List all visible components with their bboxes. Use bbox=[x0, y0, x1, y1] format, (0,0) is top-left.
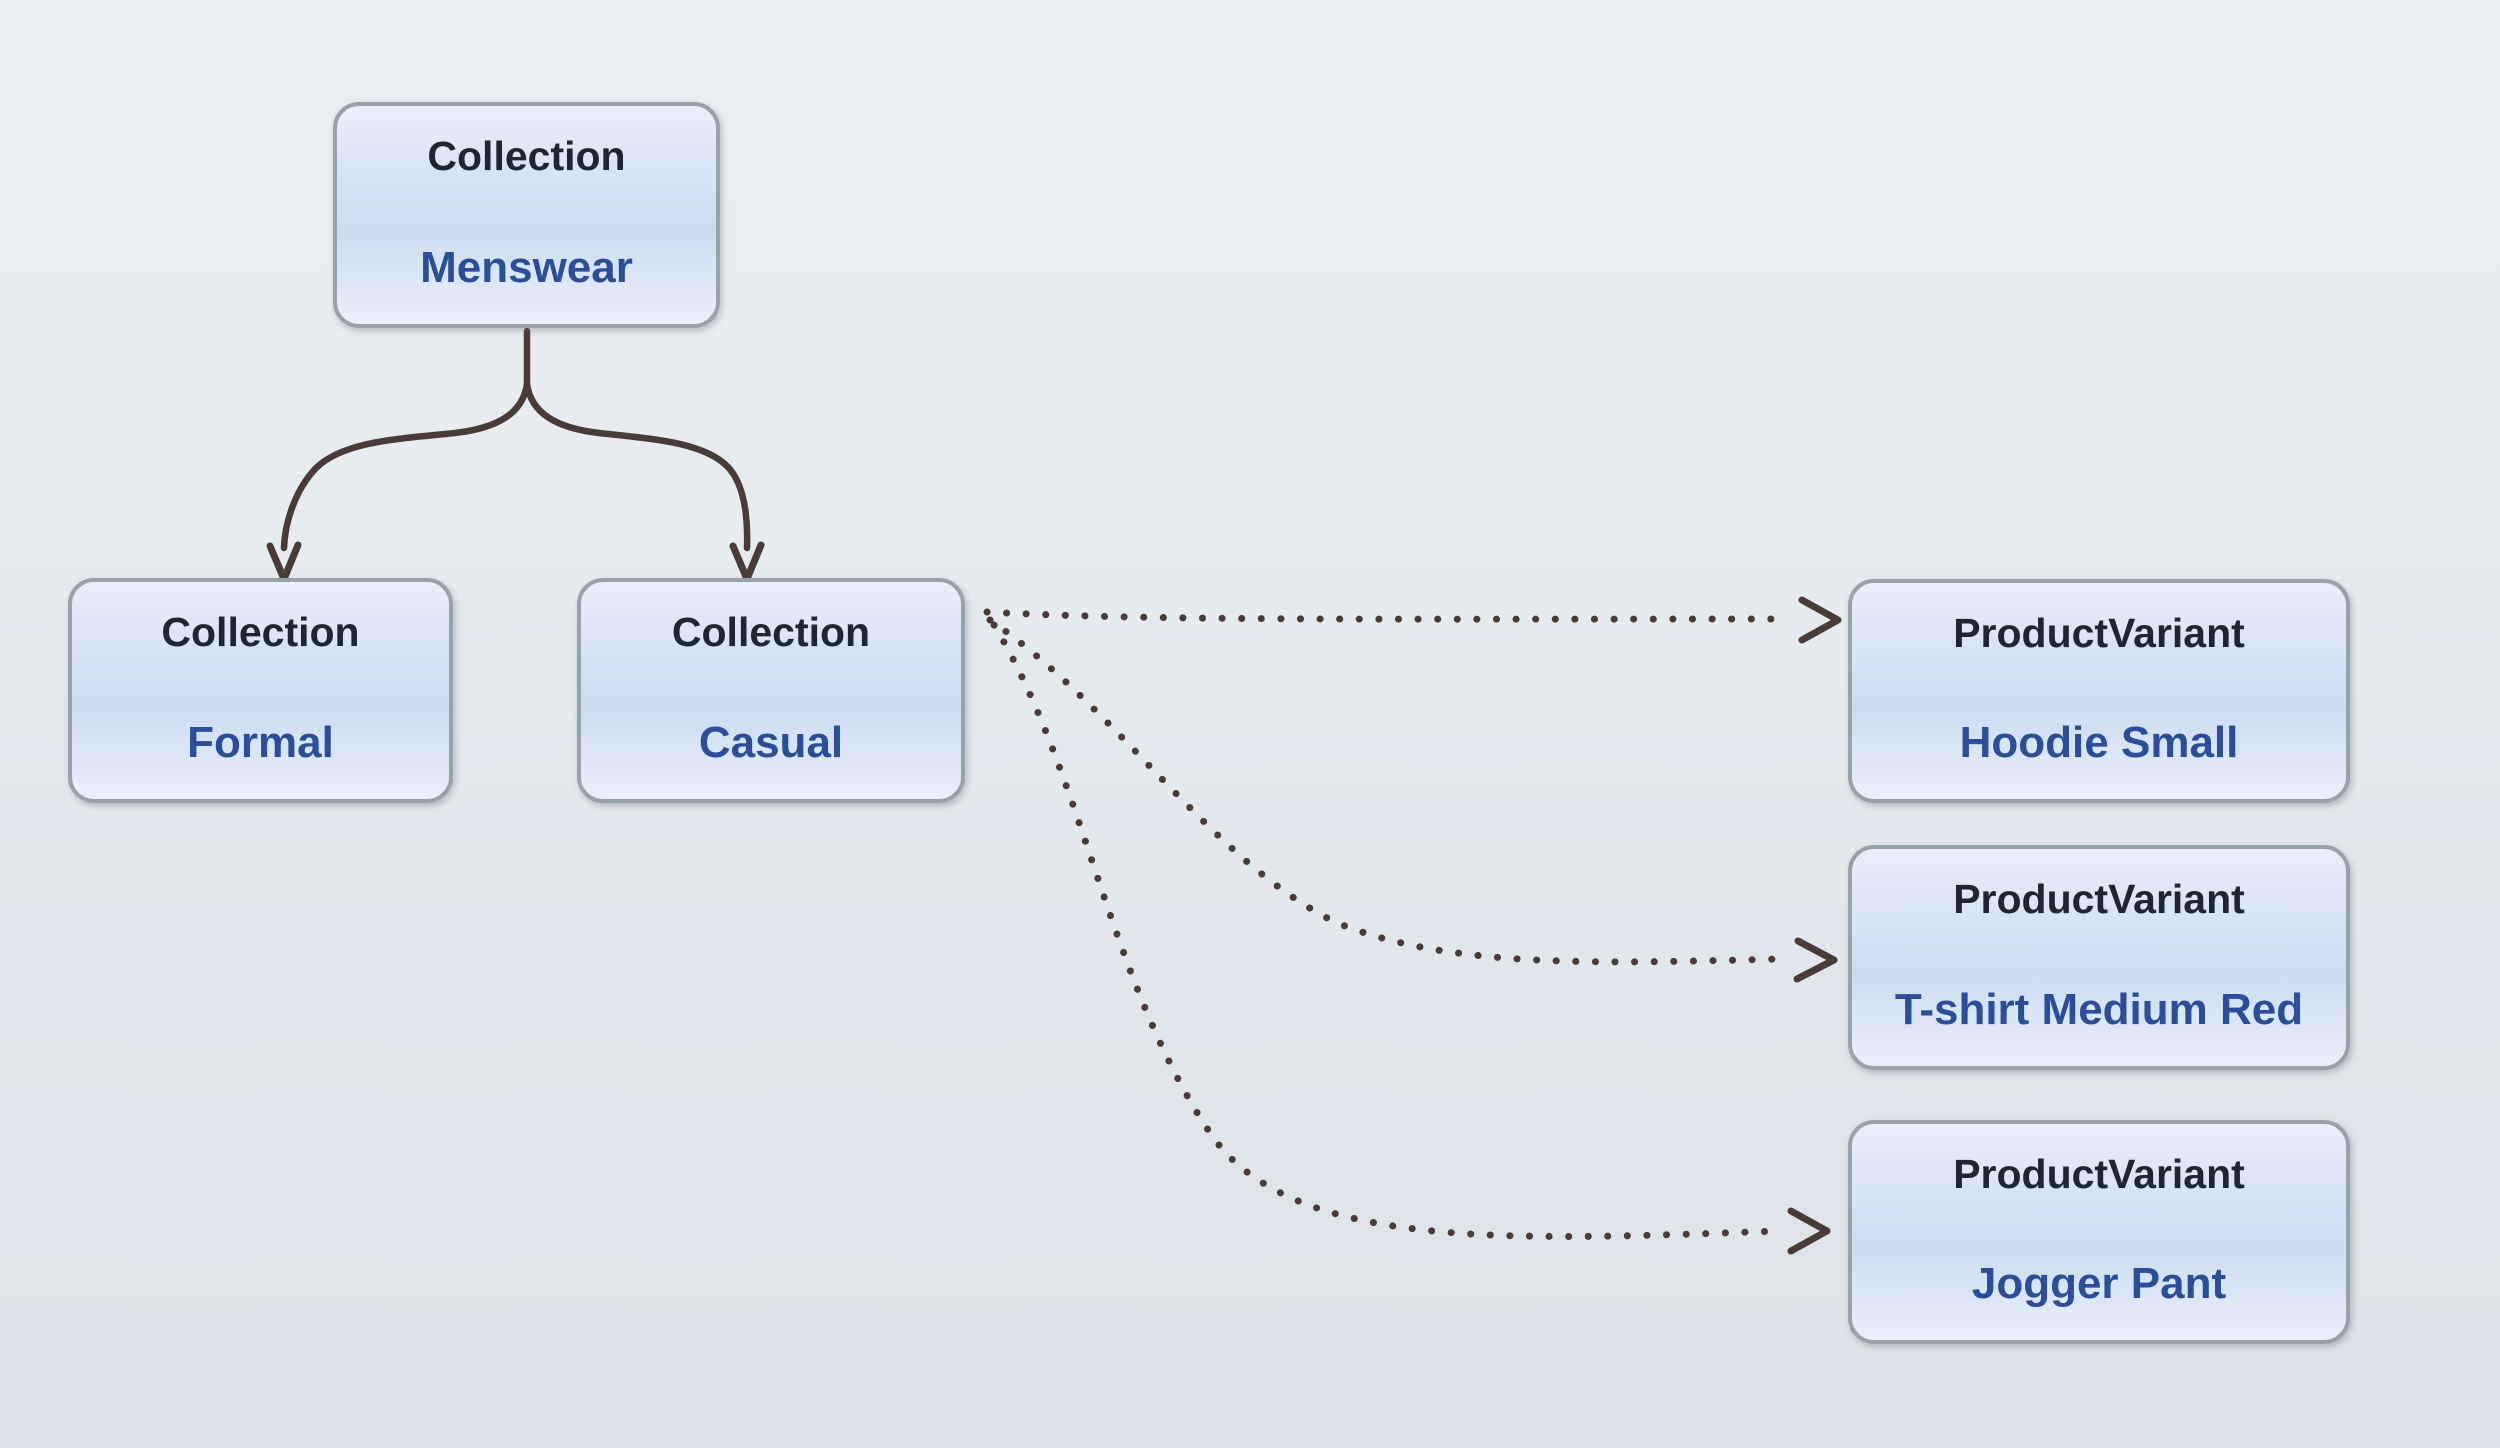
arrowhead-casual bbox=[729, 541, 765, 583]
node-name-label: Jogger Pant bbox=[1971, 1259, 2227, 1308]
edge-casual-hoodie bbox=[983, 608, 1790, 623]
edge-menswear-formal bbox=[280, 380, 531, 552]
arrowhead-jogger bbox=[1787, 1207, 1831, 1255]
arrowhead-tshirt bbox=[1793, 937, 1838, 983]
node-name-label: Hoodie Small bbox=[1959, 718, 2239, 767]
node-type-label: Collection bbox=[671, 609, 871, 655]
node-productvariant-hoodie-small: ProductVariant Hoodie Small bbox=[1848, 579, 2350, 803]
node-productvariant-jogger-pant: ProductVariant Jogger Pant bbox=[1848, 1120, 2350, 1344]
node-collection-formal: Collection Formal bbox=[68, 578, 453, 803]
edge-casual-jogger bbox=[990, 621, 1784, 1240]
node-type-label: Collection bbox=[161, 609, 360, 655]
node-name-label: Casual bbox=[698, 718, 844, 767]
arrowhead-formal bbox=[266, 541, 302, 583]
edge-casual-tshirt bbox=[986, 616, 1786, 966]
node-name-label: Menswear bbox=[420, 243, 633, 292]
node-name-label: T-shirt Medium Red bbox=[1894, 985, 2304, 1034]
node-type-label: Collection bbox=[427, 133, 626, 179]
edge-menswear-casual bbox=[523, 380, 751, 552]
node-collection-casual: Collection Casual bbox=[577, 578, 965, 803]
arrowhead-hoodie bbox=[1798, 596, 1842, 644]
node-name-label: Formal bbox=[187, 718, 334, 767]
node-type-label: ProductVariant bbox=[1953, 610, 2245, 656]
node-type-label: ProductVariant bbox=[1953, 876, 2245, 922]
node-type-label: ProductVariant bbox=[1953, 1151, 2245, 1197]
node-collection-menswear: Collection Menswear bbox=[333, 102, 720, 328]
node-productvariant-tshirt-medium-red: ProductVariant T-shirt Medium Red bbox=[1848, 845, 2350, 1070]
